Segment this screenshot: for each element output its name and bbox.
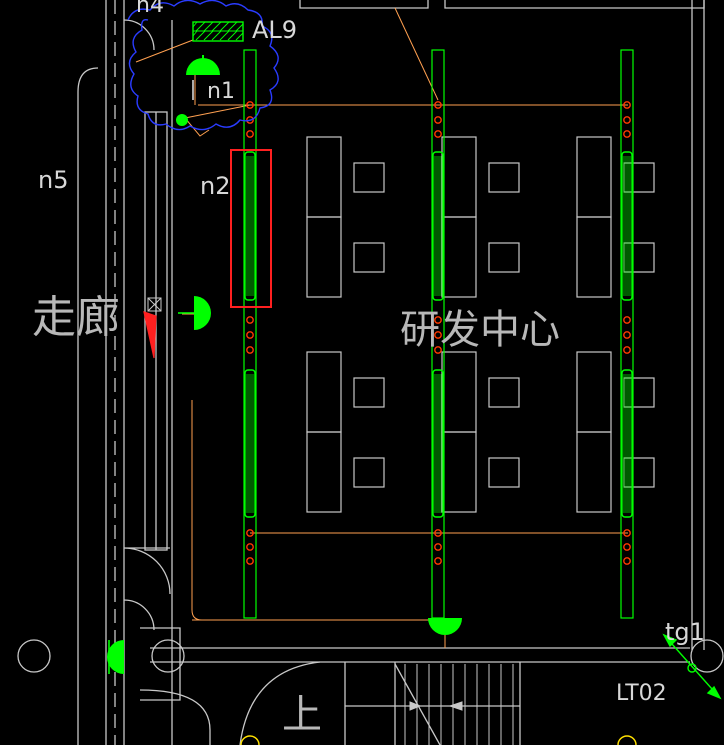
fluorescent-tube (621, 369, 633, 518)
desk (306, 136, 342, 218)
tg1-symbol[interactable] (662, 633, 722, 700)
chair (488, 242, 520, 273)
chair (623, 457, 655, 488)
desk (441, 136, 477, 218)
desk (306, 216, 342, 298)
label-lt02: LT02 (616, 681, 667, 706)
revision-cloud (127, 0, 279, 131)
fixture-strip (620, 49, 634, 619)
junction-dot (434, 543, 442, 551)
label-n1: n1 (207, 79, 235, 104)
fluorescent-tube (244, 369, 256, 518)
switch-dot[interactable] (176, 114, 188, 126)
fluorescent-tube (621, 151, 633, 301)
junction-dot (246, 101, 254, 109)
junction-dot (623, 316, 631, 324)
label-al9: AL9 (252, 16, 297, 44)
junction-dot (246, 529, 254, 537)
junction-dot (434, 331, 442, 339)
junction-dot (246, 557, 254, 565)
junction-dot (434, 116, 442, 124)
label-room: 研发中心 (400, 307, 560, 353)
chair (353, 162, 385, 193)
desk (576, 216, 612, 298)
selection-highlight-box[interactable] (230, 149, 272, 308)
junction-dot (623, 346, 631, 354)
junction-dot (623, 101, 631, 109)
desk (576, 351, 612, 433)
junction-dot (246, 331, 254, 339)
desk (441, 216, 477, 298)
junction-dot (246, 346, 254, 354)
chair (353, 457, 385, 488)
junction-dot (623, 331, 631, 339)
column-circle (17, 639, 51, 673)
chair (353, 242, 385, 273)
chair (623, 377, 655, 408)
junction-dot (434, 130, 442, 138)
ceiling-light-bottom (428, 618, 462, 635)
junction-dot (434, 346, 442, 354)
label-stair-up: 上 (282, 692, 322, 738)
fixture-partial (617, 735, 637, 745)
chair (488, 457, 520, 488)
junction-dot (434, 557, 442, 565)
stair-arrowhead (409, 701, 422, 711)
fixture-strip (243, 49, 257, 619)
chair (488, 162, 520, 193)
desk-layout (306, 136, 655, 513)
label-n4: n4 (136, 0, 164, 18)
label-corridor: 走廊 (32, 292, 120, 343)
junction-dot (623, 557, 631, 565)
wiring-junctions (246, 101, 631, 565)
stair-steps (370, 664, 514, 745)
fluorescent-tube (244, 151, 256, 301)
desk (306, 351, 342, 433)
stair-arrowhead (448, 701, 463, 711)
wall-light-corridor (107, 640, 124, 674)
desk (441, 351, 477, 433)
distribution-panel-al9[interactable] (192, 21, 244, 42)
column-circle (690, 639, 724, 673)
junction-dot (246, 130, 254, 138)
fluorescent-tube (432, 151, 444, 301)
label-n2: n2 (200, 172, 230, 200)
junction-dot (434, 101, 442, 109)
junction-dot (623, 116, 631, 124)
label-n5: n5 (38, 166, 68, 194)
ceiling-light-semicircle (186, 58, 220, 75)
building-walls (77, 0, 705, 745)
chair (623, 242, 655, 273)
junction-dot (623, 130, 631, 138)
chair (623, 162, 655, 193)
desk (441, 431, 477, 513)
junction-dot (434, 529, 442, 537)
chair (353, 377, 385, 408)
fixture-partial (240, 735, 260, 745)
fire-alarm-marker[interactable] (143, 297, 162, 359)
junction-dot (246, 116, 254, 124)
junction-dot (246, 543, 254, 551)
junction-dot (434, 316, 442, 324)
label-tg1: tg1 (665, 618, 705, 646)
junction-dot (623, 543, 631, 551)
desk (576, 136, 612, 218)
chair (488, 377, 520, 408)
desk (576, 431, 612, 513)
fluorescent-tube (432, 369, 444, 518)
lighting-circuit-wiring (135, 7, 628, 648)
column-circle (151, 639, 185, 673)
desk (306, 431, 342, 513)
wall-light-semicircle (194, 296, 211, 330)
junction-dot (623, 529, 631, 537)
junction-dot (246, 316, 254, 324)
